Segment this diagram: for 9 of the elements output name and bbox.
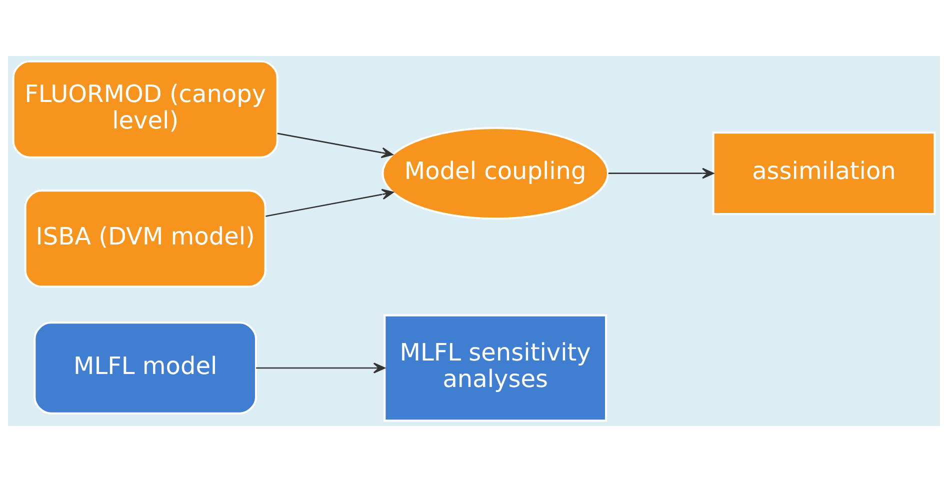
node-box: FLUORMOD (canopy level) [12,60,278,158]
node-box: assimilation [712,132,936,215]
node-box: MLFL sensitivity analyses [384,314,607,422]
arrow [266,188,394,217]
arrow [256,362,386,374]
node-box: MLFL model [34,322,257,414]
arrow [277,132,394,158]
arrow [608,168,714,179]
node-box: ISBA (DVM model) [24,190,266,288]
